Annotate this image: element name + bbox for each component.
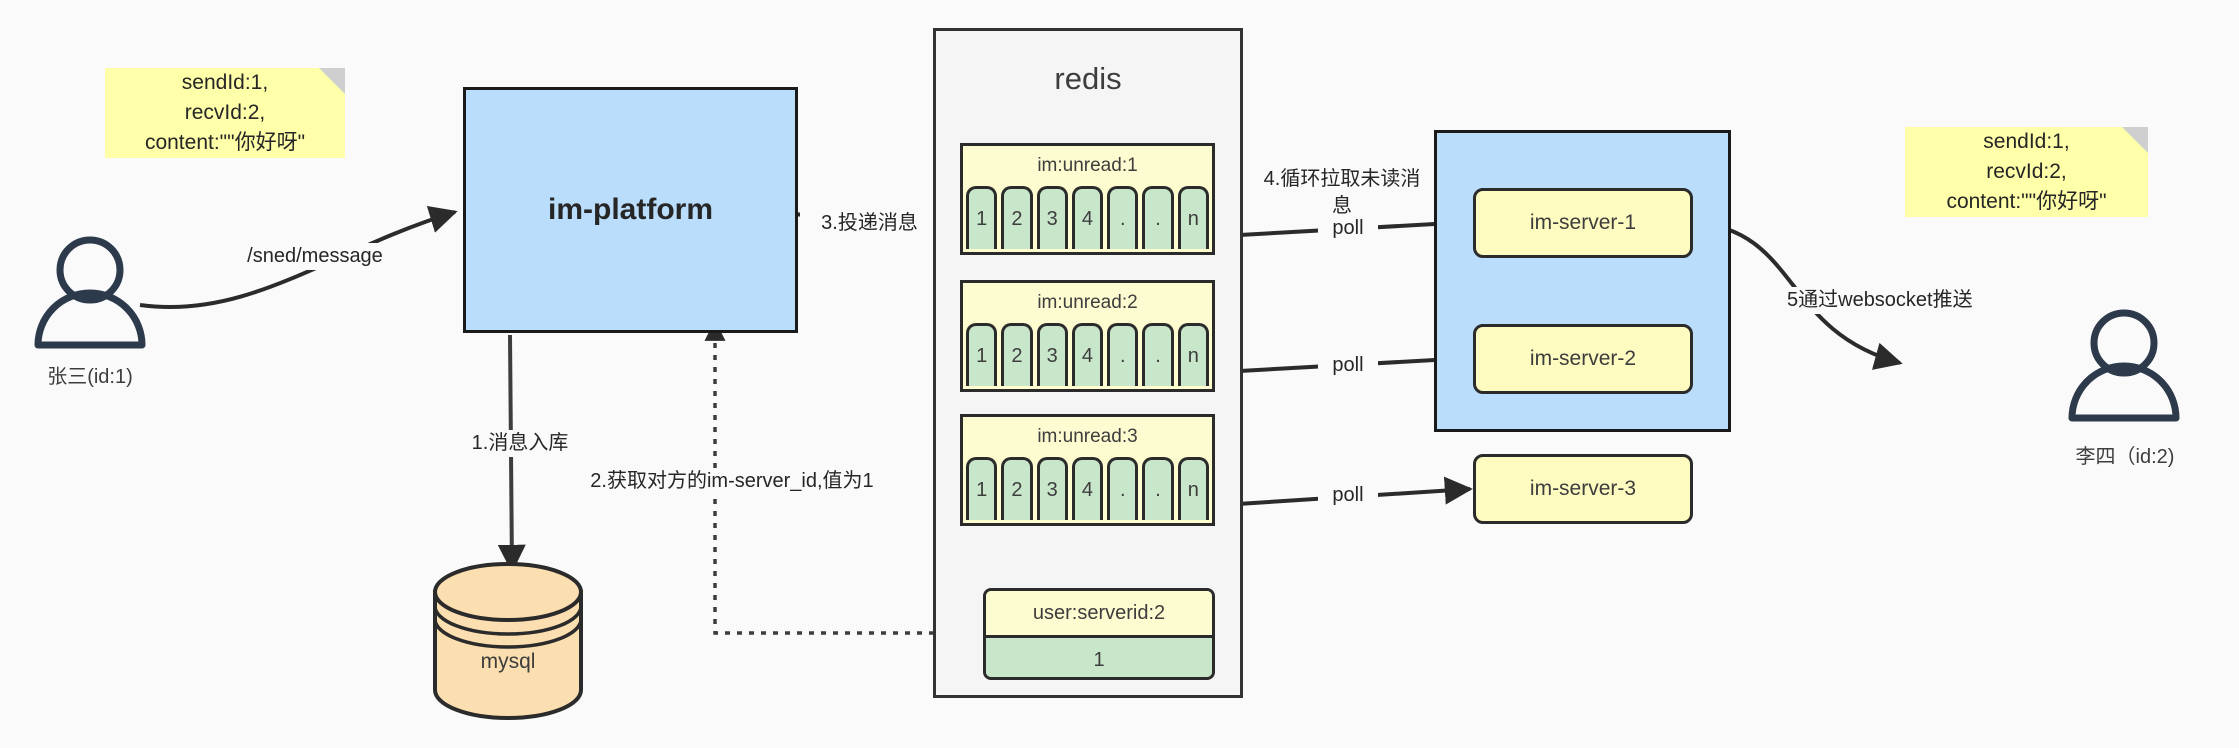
mysql-label: mysql: [480, 650, 536, 673]
redis-queue-1-cells: 1 2 3 4 . . n: [963, 186, 1212, 253]
im-server-2-label: im-server-2: [1529, 347, 1637, 370]
im-server-2-box[interactable]: im-server-2: [1473, 324, 1693, 394]
redis-queue-1-key: im:unread:1: [963, 146, 1212, 186]
queue-cell[interactable]: 4: [1071, 457, 1104, 520]
queue-cell[interactable]: 3: [1036, 457, 1068, 520]
redis-queue-3-key: im:unread:3: [963, 417, 1212, 457]
redis-kv-user-serverid[interactable]: user:serverid:2 1: [983, 588, 1215, 680]
note-fold-corner-icon: [319, 68, 345, 94]
queue-cell[interactable]: 3: [1036, 323, 1068, 386]
im-server-1-label: im-server-1: [1529, 211, 1637, 234]
edge-label-step1: 1.消息入库: [448, 430, 592, 457]
queue-cell[interactable]: .: [1142, 186, 1174, 249]
queue-cell[interactable]: .: [1107, 323, 1139, 386]
redis-queue-3-cells: 1 2 3 4 . . n: [963, 457, 1212, 524]
redis-kv-value: 1: [986, 635, 1212, 677]
redis-title: redis: [1054, 61, 1122, 96]
im-server-3-label: im-server-3: [1529, 477, 1637, 500]
queue-cell[interactable]: 4: [1071, 323, 1104, 386]
redis-queue-1[interactable]: im:unread:1 1 2 3 4 . . n: [960, 143, 1215, 255]
note-right-text: sendId:1, recvId:2, content:""你好呀": [1946, 130, 2107, 213]
redis-queue-2-key: im:unread:2: [963, 283, 1212, 323]
redis-queue-2-cells: 1 2 3 4 . . n: [963, 323, 1212, 390]
queue-cell[interactable]: 3: [1036, 186, 1068, 249]
database-cylinder-icon: [433, 562, 583, 720]
edge-label-poll-1: poll: [1318, 215, 1378, 242]
im-platform-label: im-platform: [548, 193, 713, 226]
edge-step2: [704, 319, 982, 635]
queue-cell[interactable]: 4: [1071, 186, 1104, 249]
queue-cell[interactable]: 2: [1001, 323, 1033, 386]
edge-label-step3: 3.投递消息: [800, 210, 939, 237]
queue-cell[interactable]: 2: [1001, 457, 1033, 520]
queue-cell[interactable]: n: [1177, 457, 1209, 520]
actor-label-receiver: 李四（id:2): [2075, 446, 2175, 468]
actor-label-sender: 张三(id:1): [47, 366, 133, 388]
edge-send-message: [139, 205, 458, 310]
redis-kv-key: user:serverid:2: [986, 591, 1212, 635]
queue-cell[interactable]: n: [1177, 323, 1209, 386]
queue-cell[interactable]: 1: [966, 323, 998, 386]
edge-label-send-message: /sned/message: [228, 243, 402, 270]
queue-cell[interactable]: .: [1107, 186, 1139, 249]
redis-queue-2[interactable]: im:unread:2 1 2 3 4 . . n: [960, 280, 1215, 392]
edge-label-step4: 4.循环拉取未读消 息: [1250, 166, 1434, 220]
queue-cell[interactable]: 2: [1001, 186, 1033, 249]
queue-cell[interactable]: .: [1142, 323, 1174, 386]
note-right: sendId:1, recvId:2, content:""你好呀": [1905, 127, 2148, 217]
queue-cell[interactable]: 1: [966, 457, 998, 520]
edge-label-step5: 5通过websocket推送: [1785, 287, 2079, 314]
edge-label-poll-3: poll: [1318, 482, 1378, 509]
queue-cell[interactable]: n: [1177, 186, 1209, 249]
edge-label-poll-2: poll: [1318, 352, 1378, 379]
queue-cell[interactable]: 1: [966, 186, 998, 249]
note-left-text: sendId:1, recvId:2, content:""你好呀": [144, 71, 306, 154]
user-icon: [2068, 309, 2180, 422]
im-platform-box[interactable]: im-platform: [463, 87, 798, 333]
note-left: sendId:1, recvId:2, content:""你好呀": [105, 68, 345, 158]
im-server-3-box[interactable]: im-server-3: [1473, 454, 1693, 524]
edge-label-step2: 2.获取对方的im-server_id,值为1: [565, 468, 899, 495]
im-server-1-box[interactable]: im-server-1: [1473, 188, 1693, 258]
queue-cell[interactable]: .: [1142, 457, 1174, 520]
redis-queue-3[interactable]: im:unread:3 1 2 3 4 . . n: [960, 414, 1215, 526]
user-icon: [34, 236, 146, 349]
queue-cell[interactable]: .: [1107, 457, 1139, 520]
note-fold-corner-icon: [2122, 127, 2148, 153]
